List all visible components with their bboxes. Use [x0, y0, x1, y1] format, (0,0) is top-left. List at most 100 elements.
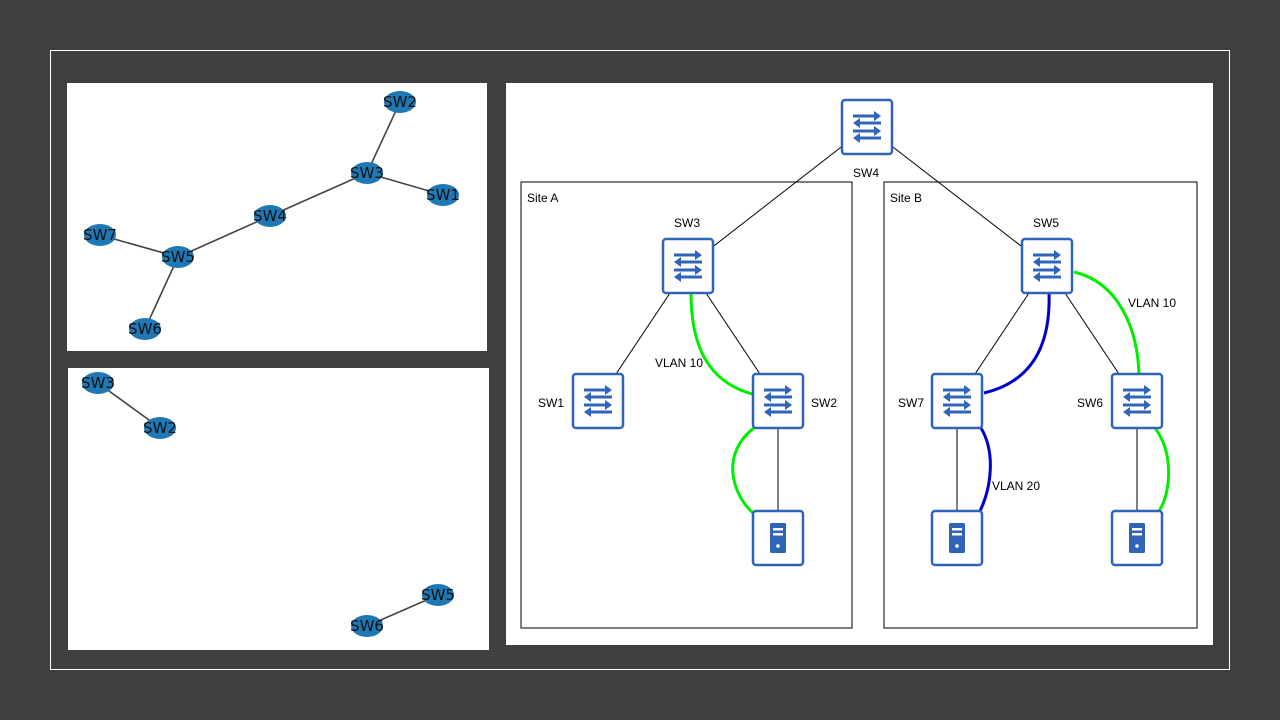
switch-arrow-head [605, 400, 612, 410]
top-node-sw1 [427, 184, 459, 206]
server-led [955, 544, 959, 548]
switch-arrow-head [674, 257, 681, 267]
switch-arrow-head [943, 392, 950, 402]
switch-arrow-head [964, 385, 971, 395]
device-label-sw3: SW3 [674, 216, 700, 230]
server-slot [773, 533, 783, 536]
switch-arrow-head [584, 407, 591, 417]
switch-arrow-head [853, 118, 860, 128]
site-a-box [520, 181, 853, 629]
server-srv-b2-icon [1110, 509, 1164, 567]
switch-arrow-head [853, 133, 860, 143]
top-node-sw5 [162, 246, 194, 268]
bottom-label-sw6: SW6 [350, 617, 384, 635]
figure-frame [50, 50, 1230, 670]
switch-arrow-head [943, 407, 950, 417]
server-slot [952, 528, 962, 531]
switch-arrow-head [1144, 385, 1151, 395]
vlan20-b-curve-1 [983, 292, 1051, 395]
site-a-label: Site A [527, 191, 558, 205]
vlan10-b-curve-1 [1073, 270, 1141, 376]
server-slot [1132, 528, 1142, 531]
vlan20-b-label: VLAN 20 [992, 479, 1040, 493]
switch-arrow-head [764, 407, 771, 417]
device-label-sw2: SW2 [811, 396, 837, 410]
vlan10-b-label: VLAN 10 [1128, 296, 1176, 310]
switch-arrow-head [785, 385, 792, 395]
switch-sw1-icon [571, 372, 625, 430]
top-label-sw2: SW2 [383, 93, 417, 111]
server-led [1135, 544, 1139, 548]
top-node-sw4 [254, 205, 286, 227]
top-node-sw7 [84, 224, 116, 246]
switch-arrow-head [1033, 257, 1040, 267]
server-tower [949, 523, 965, 553]
bottom-node-sw5 [422, 584, 454, 606]
top-edge-sw5-sw6 [144, 256, 179, 330]
vlan10-a-label: VLAN 10 [655, 356, 703, 370]
switch-arrow-head [605, 385, 612, 395]
top-node-sw2 [384, 91, 416, 113]
vlan10-a-curve-1 [689, 292, 757, 397]
device-label-sw5: SW5 [1033, 216, 1059, 230]
switch-arrow-head [674, 272, 681, 282]
switch-arrow-head [964, 400, 971, 410]
server-slot [952, 533, 962, 536]
device-label-sw1: SW1 [538, 396, 564, 410]
vlan10-a-curve-2 [731, 426, 755, 515]
bottom-node-sw3 [82, 372, 114, 394]
server-tower [770, 523, 786, 553]
vlan10-b-curve-2 [1153, 427, 1171, 512]
server-tower [1129, 523, 1145, 553]
bottom-node-sw6 [351, 615, 383, 637]
bottom-label-sw2: SW2 [143, 419, 177, 437]
bottom-label-sw3: SW3 [81, 374, 115, 392]
switch-sw2-icon [751, 372, 805, 430]
switch-arrow-head [1033, 272, 1040, 282]
server-srv-b1-icon [930, 509, 984, 567]
switch-arrow-head [764, 392, 771, 402]
device-label-sw6: SW6 [1077, 396, 1103, 410]
switch-sw1-frame [571, 372, 625, 430]
switch-arrow-head [1144, 400, 1151, 410]
site-b-box [883, 181, 1198, 629]
top-label-sw4: SW4 [253, 207, 287, 225]
top-edge-sw3-sw2 [366, 101, 401, 174]
top-edge-sw3-sw4 [269, 172, 368, 217]
switch-sw3-icon [661, 237, 715, 295]
server-slot [1132, 533, 1142, 536]
link-sw4-sw5 [866, 126, 1048, 267]
switch-sw3-frame [661, 237, 715, 295]
top-label-sw1: SW1 [426, 186, 460, 204]
top-edge-sw4-sw5 [177, 215, 271, 258]
device-label-sw4: SW4 [853, 166, 879, 180]
server-srv-a-icon [751, 509, 805, 567]
switch-arrow-head [1054, 250, 1061, 260]
top-node-sw6 [129, 318, 161, 340]
top-node-sw3 [351, 162, 383, 184]
top-label-sw6: SW6 [128, 320, 162, 338]
top-label-sw7: SW7 [83, 226, 117, 244]
switch-sw2-frame [751, 372, 805, 430]
bottom-node-sw2 [144, 417, 176, 439]
switch-arrow-head [785, 400, 792, 410]
top-label-sw3: SW3 [350, 164, 384, 182]
switch-sw5-frame [1020, 237, 1074, 295]
server-slot [773, 528, 783, 531]
switch-sw6-icon [1110, 372, 1164, 430]
server-led [776, 544, 780, 548]
switch-sw4-frame [840, 98, 894, 156]
bottom-label-sw5: SW5 [421, 586, 455, 604]
switch-sw7-icon [930, 372, 984, 430]
switch-arrow-head [1123, 392, 1130, 402]
vlan20-b-curve-2 [978, 427, 992, 512]
switch-sw6-frame [1110, 372, 1164, 430]
switch-arrow-head [695, 265, 702, 275]
site-b-label: Site B [890, 191, 922, 205]
